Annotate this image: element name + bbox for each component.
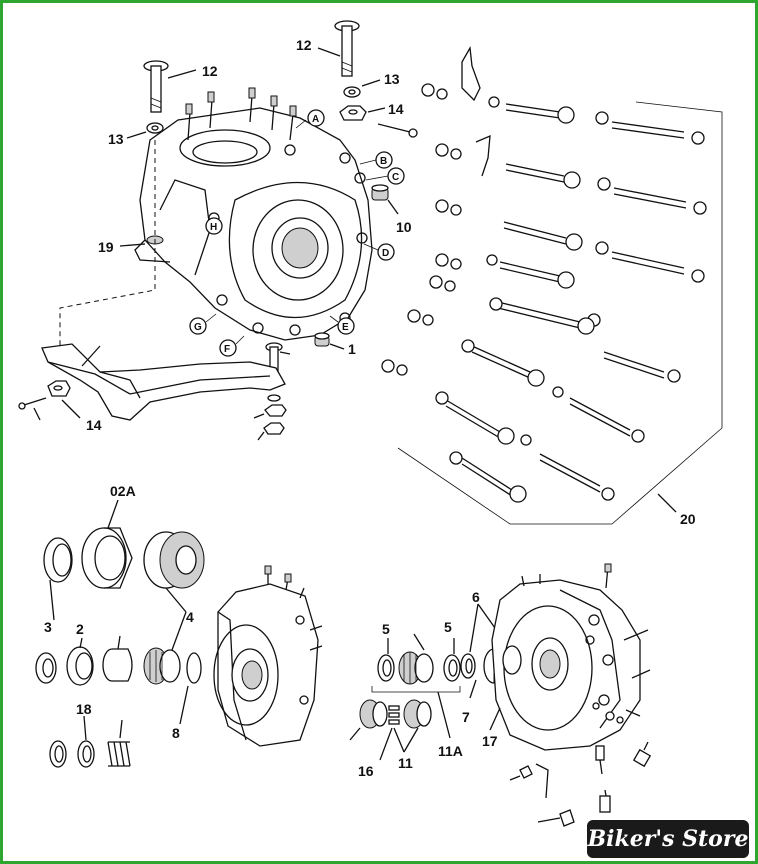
part-number-labels: 12 12 13 13 14 14 10 19 1 20 02A 3 2 4 8… <box>44 37 696 779</box>
label-14-right: 14 <box>388 101 404 117</box>
plug-10 <box>371 184 399 215</box>
bearing-set-left <box>35 499 205 768</box>
bearing-set-right <box>349 603 513 761</box>
label-3: 3 <box>44 619 52 635</box>
long-bolts <box>435 103 687 503</box>
label-12-left: 12 <box>202 63 218 79</box>
label-19: 19 <box>98 239 114 255</box>
label-16: 16 <box>358 763 374 779</box>
letter-labels: A B C D E F G H <box>194 114 399 355</box>
bottom-bracket <box>18 343 286 421</box>
label-11a: 11A <box>438 743 463 759</box>
letter-f: F <box>224 344 230 355</box>
castle-nut-14-right <box>339 105 386 121</box>
label-20: 20 <box>680 511 696 527</box>
label-12-right: 12 <box>296 37 312 53</box>
leader-19 <box>119 243 146 247</box>
label-14-lower: 14 <box>86 417 102 433</box>
label-13-left: 13 <box>108 131 124 147</box>
bolt-under-case <box>253 342 291 441</box>
letter-h: H <box>210 222 217 233</box>
letter-e: E <box>342 322 349 333</box>
washer-13-right <box>343 79 381 98</box>
label-13-right: 13 <box>384 71 400 87</box>
bolt-12-left <box>143 60 197 113</box>
small-fittings <box>509 741 652 827</box>
crankcase-side-view <box>213 565 323 747</box>
label-17: 17 <box>482 733 498 749</box>
label-02a: 02A <box>110 483 136 499</box>
label-7: 7 <box>462 709 470 725</box>
cotter-pin-right <box>377 123 418 138</box>
crankcase-upper-assembly <box>134 87 373 341</box>
label-11: 11 <box>398 755 413 771</box>
letter-g: G <box>194 322 202 333</box>
bolt-12-right <box>317 20 360 77</box>
dashed-guide-left <box>59 140 156 346</box>
label-1: 1 <box>348 341 356 357</box>
label-5-right: 5 <box>444 619 452 635</box>
crankcase-right-half <box>489 563 651 751</box>
letter-c: C <box>392 172 399 183</box>
bolt-kit-20 <box>381 45 723 525</box>
label-6: 6 <box>472 589 480 605</box>
plug-1 <box>314 332 345 350</box>
biker-store-watermark: Biker's Store <box>587 820 749 858</box>
letter-b: B <box>380 156 387 167</box>
label-2: 2 <box>76 621 84 637</box>
letter-d: D <box>382 248 389 259</box>
label-8: 8 <box>172 725 180 741</box>
label-18: 18 <box>76 701 92 717</box>
label-5-left: 5 <box>382 621 390 637</box>
nut-set <box>381 83 707 501</box>
letter-callouts <box>189 109 405 357</box>
label-4: 4 <box>186 609 194 625</box>
label-10: 10 <box>396 219 412 235</box>
washer-13-left <box>126 122 164 139</box>
letter-a: A <box>312 114 319 125</box>
